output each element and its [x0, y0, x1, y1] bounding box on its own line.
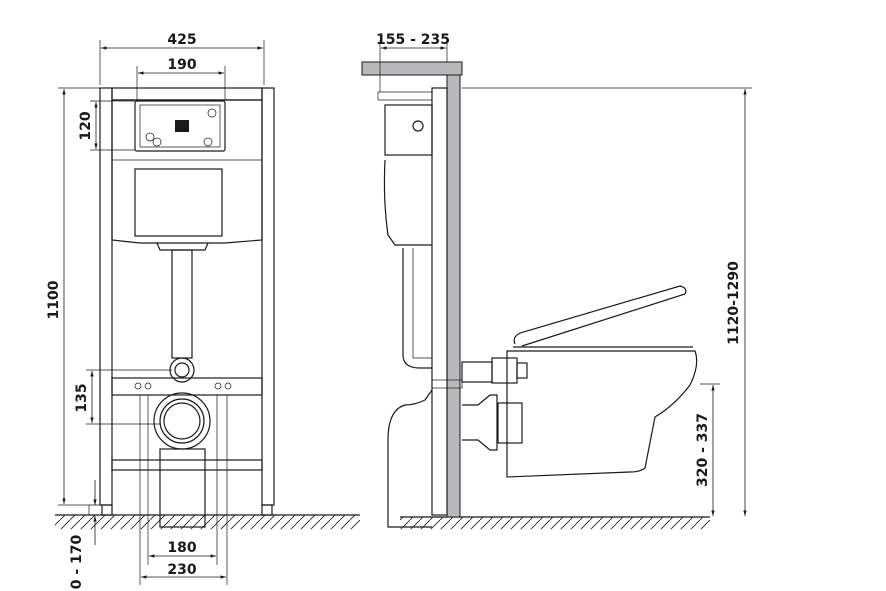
dim-0-170: 0 - 170	[69, 480, 97, 589]
wall-top	[361, 61, 463, 76]
dim-height-1100: 1100	[46, 87, 102, 506]
width-label: 425	[167, 32, 196, 48]
dim-bowl-height: 320 - 337	[695, 383, 720, 516]
flush-plate-opening	[134, 100, 226, 152]
depth-label: 155 - 235	[376, 32, 450, 48]
cistern	[111, 99, 263, 251]
toilet-bowl	[506, 285, 698, 478]
lid	[513, 285, 687, 347]
height-label: 1100	[46, 280, 62, 319]
plate-width-label: 190	[167, 57, 196, 73]
dim-180: 180	[149, 540, 216, 558]
floor-hatch	[55, 515, 360, 529]
dim-depth: 155 - 235	[376, 32, 450, 92]
flush-pipe	[169, 249, 195, 383]
dim-135: 135	[74, 369, 172, 425]
bolt-spacing-outer-label: 230	[167, 562, 196, 578]
frame-side	[377, 87, 528, 528]
frame	[99, 87, 275, 516]
waste-connection	[139, 392, 228, 585]
wall	[446, 74, 461, 518]
dim-width-425: 425	[99, 32, 265, 85]
bolt-spacing-label: 180	[167, 540, 196, 556]
total-height-label: 1120-1290	[726, 261, 742, 345]
plate-height-label: 120	[78, 111, 94, 140]
dim-230: 230	[141, 562, 226, 579]
floor-hatch-side	[400, 517, 710, 529]
front-view: 425 190 120 1100 135 0 - 170	[46, 32, 360, 589]
bolt-height-label: 135	[74, 383, 90, 412]
foot-adjust-label: 0 - 170	[69, 534, 85, 589]
dim-plate-width-190: 190	[136, 57, 226, 100]
side-view: 155 - 235 1120-1290 320 - 337	[361, 32, 752, 529]
dim-plate-height-120: 120	[78, 100, 135, 151]
bowl-height-label: 320 - 337	[695, 413, 711, 487]
dim-total-height: 1120-1290	[462, 87, 752, 516]
